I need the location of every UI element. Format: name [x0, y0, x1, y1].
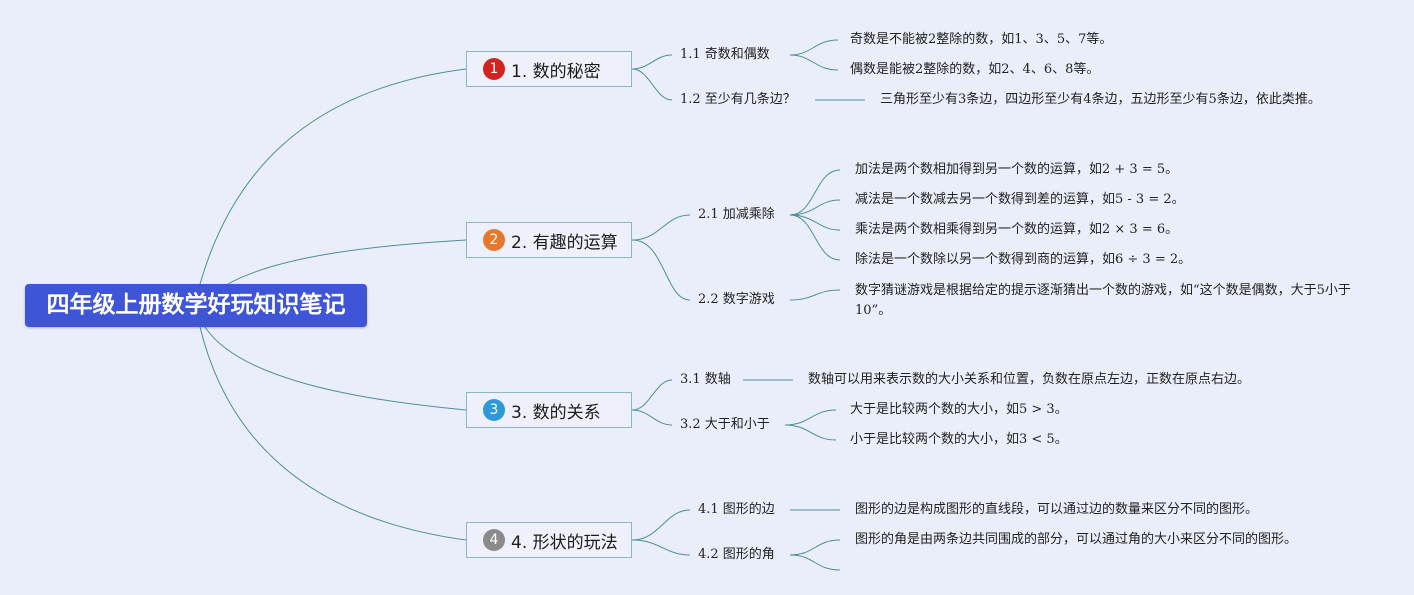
- number-badge-icon: 3: [483, 399, 505, 421]
- connector-s22-l1: [789, 289, 841, 301]
- connector-s21-l2: [789, 199, 841, 216]
- subtopic-4-1[interactable]: 4.1 图形的边: [698, 502, 775, 517]
- leaf-topic[interactable]: 数字猜谜游戏是根据给定的提示逐渐猜出一个数的游戏，如“这个数是偶数，大于5小于1…: [855, 283, 1351, 318]
- subtopic-3-1[interactable]: 3.1 数轴: [680, 372, 731, 387]
- number-badge-icon: 4: [483, 529, 505, 551]
- leaf-topic[interactable]: 小于是比较两个数的大小，如3 < 5。: [850, 432, 1068, 447]
- leaf-topic[interactable]: 加法是两个数相加得到另一个数的运算，如2 + 3 = 5。: [855, 162, 1179, 177]
- number-badge-icon: 2: [483, 229, 505, 251]
- connector-s32-l1: [784, 409, 837, 426]
- leaf-topic[interactable]: 图形的边是构成图形的直线段，可以通过边的数量来区分不同的图形。: [855, 502, 1259, 517]
- connector-root-b1: [199, 68, 467, 285]
- branch-label: 1. 数的秘密: [511, 61, 601, 82]
- leaf-topic[interactable]: 大于是比较两个数的大小，如5 > 3。: [850, 402, 1068, 417]
- connector-s21-l1: [789, 169, 841, 216]
- branch-3-topic[interactable]: 3 3. 数的关系: [466, 392, 632, 428]
- connector-root-b3: [204, 326, 467, 411]
- leaf-topic[interactable]: 图形的角是由两条边共同围成的部分，可以通过角的大小来区分不同的图形。: [855, 532, 1298, 547]
- leaf-topic[interactable]: 减法是一个数减去另一个数得到差的运算，如5 - 3 = 2。: [855, 192, 1185, 207]
- connector-s21-l3: [789, 214, 841, 231]
- leaf-topic[interactable]: 数轴可以用来表示数的大小关系和位置，负数在原点左边，正数在原点右边。: [808, 372, 1251, 387]
- subtopic-2-2[interactable]: 2.2 数字游戏: [698, 292, 775, 307]
- branch-label: 2. 有趣的运算: [511, 232, 618, 253]
- leaf-topic[interactable]: 偶数是能被2整除的数，如2、4、6、8等。: [850, 62, 1100, 77]
- root-topic[interactable]: 四年级上册数学好玩知识笔记: [25, 284, 367, 327]
- branch-4-topic[interactable]: 4 4. 形状的玩法: [466, 522, 632, 558]
- leaf-topic[interactable]: 除法是一个数除以另一个数得到商的运算，如6 ÷ 3 = 2。: [855, 252, 1192, 267]
- subtopic-2-1[interactable]: 2.1 加减乘除: [698, 207, 775, 222]
- number-badge-icon: 1: [483, 58, 505, 80]
- connector-root-b4: [199, 326, 467, 541]
- connector-b3-s1: [631, 379, 673, 411]
- connector-s32-l2: [784, 424, 837, 441]
- branch-label: 3. 数的关系: [511, 402, 601, 423]
- connector-b3-s2: [631, 409, 673, 426]
- branch-1-topic[interactable]: 1 1. 数的秘密: [466, 51, 632, 87]
- subtopic-1-2[interactable]: 1.2 至少有几条边？: [680, 92, 796, 107]
- leaf-topic[interactable]: 奇数是不能被2整除的数，如1、3、5、7等。: [850, 32, 1113, 47]
- leaf-topic[interactable]: 三角形至少有3条边，四边形至少有4条边，五边形至少有5条边，依此类推。: [880, 92, 1321, 107]
- subtopic-3-2[interactable]: 3.2 大于和小于: [680, 417, 770, 432]
- leaf-topic[interactable]: 乘法是两个数相乘得到另一个数的运算，如2 × 3 = 6。: [855, 222, 1179, 237]
- connector-s11-l2: [789, 54, 839, 71]
- connector-b1-s2: [631, 68, 673, 101]
- connector-b4-s2: [631, 539, 691, 556]
- connector-root-b2: [227, 239, 467, 285]
- branch-2-topic[interactable]: 2 2. 有趣的运算: [466, 222, 632, 258]
- connector-b2-s1: [631, 214, 691, 241]
- connector-s42-l1: [789, 539, 841, 556]
- connector-b2-s2: [631, 239, 691, 301]
- branch-label: 4. 形状的玩法: [511, 532, 618, 553]
- connector-s42-l2: [789, 554, 841, 571]
- subtopic-1-1[interactable]: 1.1 奇数和偶数: [680, 47, 770, 62]
- connector-b1-s1: [631, 54, 673, 70]
- connector-s21-l4: [789, 214, 841, 261]
- connector-s11-l1: [789, 39, 839, 56]
- connector-b4-s1: [631, 509, 691, 541]
- subtopic-4-2[interactable]: 4.2 图形的角: [698, 547, 775, 562]
